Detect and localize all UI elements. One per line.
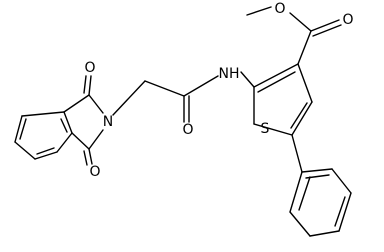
atom-s-thiophene: S [261,121,270,137]
phthalimide-imide-ring [63,75,104,166]
phenyl-ring [289,134,352,237]
acetamide-linker [112,75,219,123]
atom-nh-amide: NH [219,66,240,82]
atom-o-imide-top: O [84,60,95,76]
methyl-ester-group [246,6,342,65]
atom-n-imide: N [103,114,113,130]
atom-o-amide: O [182,122,193,138]
atom-o-ester-ether: O [274,1,285,17]
atom-o-imide-bottom: O [89,164,100,180]
atom-o-ester-carbonyl: O [342,12,353,28]
thiophene-ring [240,63,313,136]
phthalimide-benzene-ring [14,111,73,160]
